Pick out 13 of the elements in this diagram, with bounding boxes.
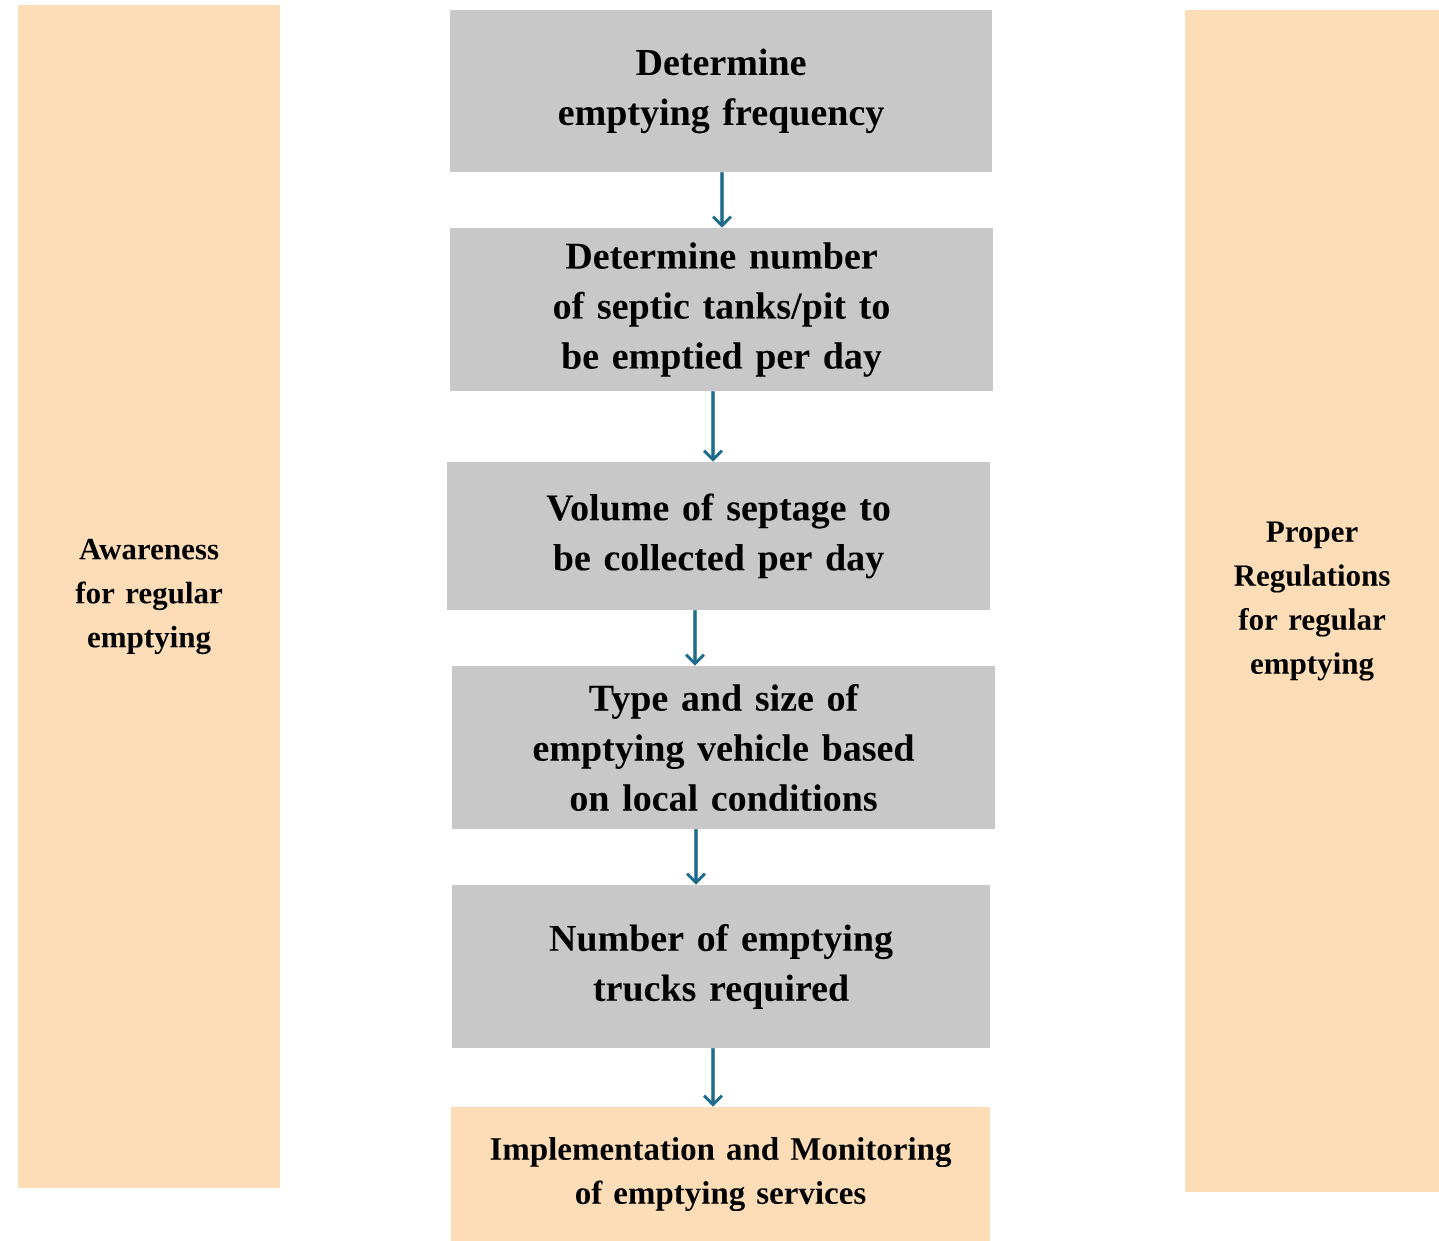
process-box: Determine number of septic tanks/pit to be emptied per day — [450, 228, 993, 391]
process-box: Implementation and Monitoring of emptying services — [451, 1107, 990, 1241]
process-box: Determine emptying frequency — [450, 10, 992, 172]
side-band: Proper Regulations for regular emptying — [1185, 10, 1439, 1192]
arrow — [711, 215, 733, 228]
process-box: Type and size of emptying vehicle based on local conditions — [452, 666, 995, 829]
arrow — [685, 872, 707, 885]
arrow — [702, 449, 724, 462]
arrow — [684, 653, 706, 666]
process-box: Number of emptying trucks required — [452, 885, 990, 1048]
arrow — [702, 1094, 724, 1107]
side-band: Awareness for regular emptying — [18, 5, 280, 1188]
process-box: Volume of septage to be collected per day — [447, 462, 990, 610]
